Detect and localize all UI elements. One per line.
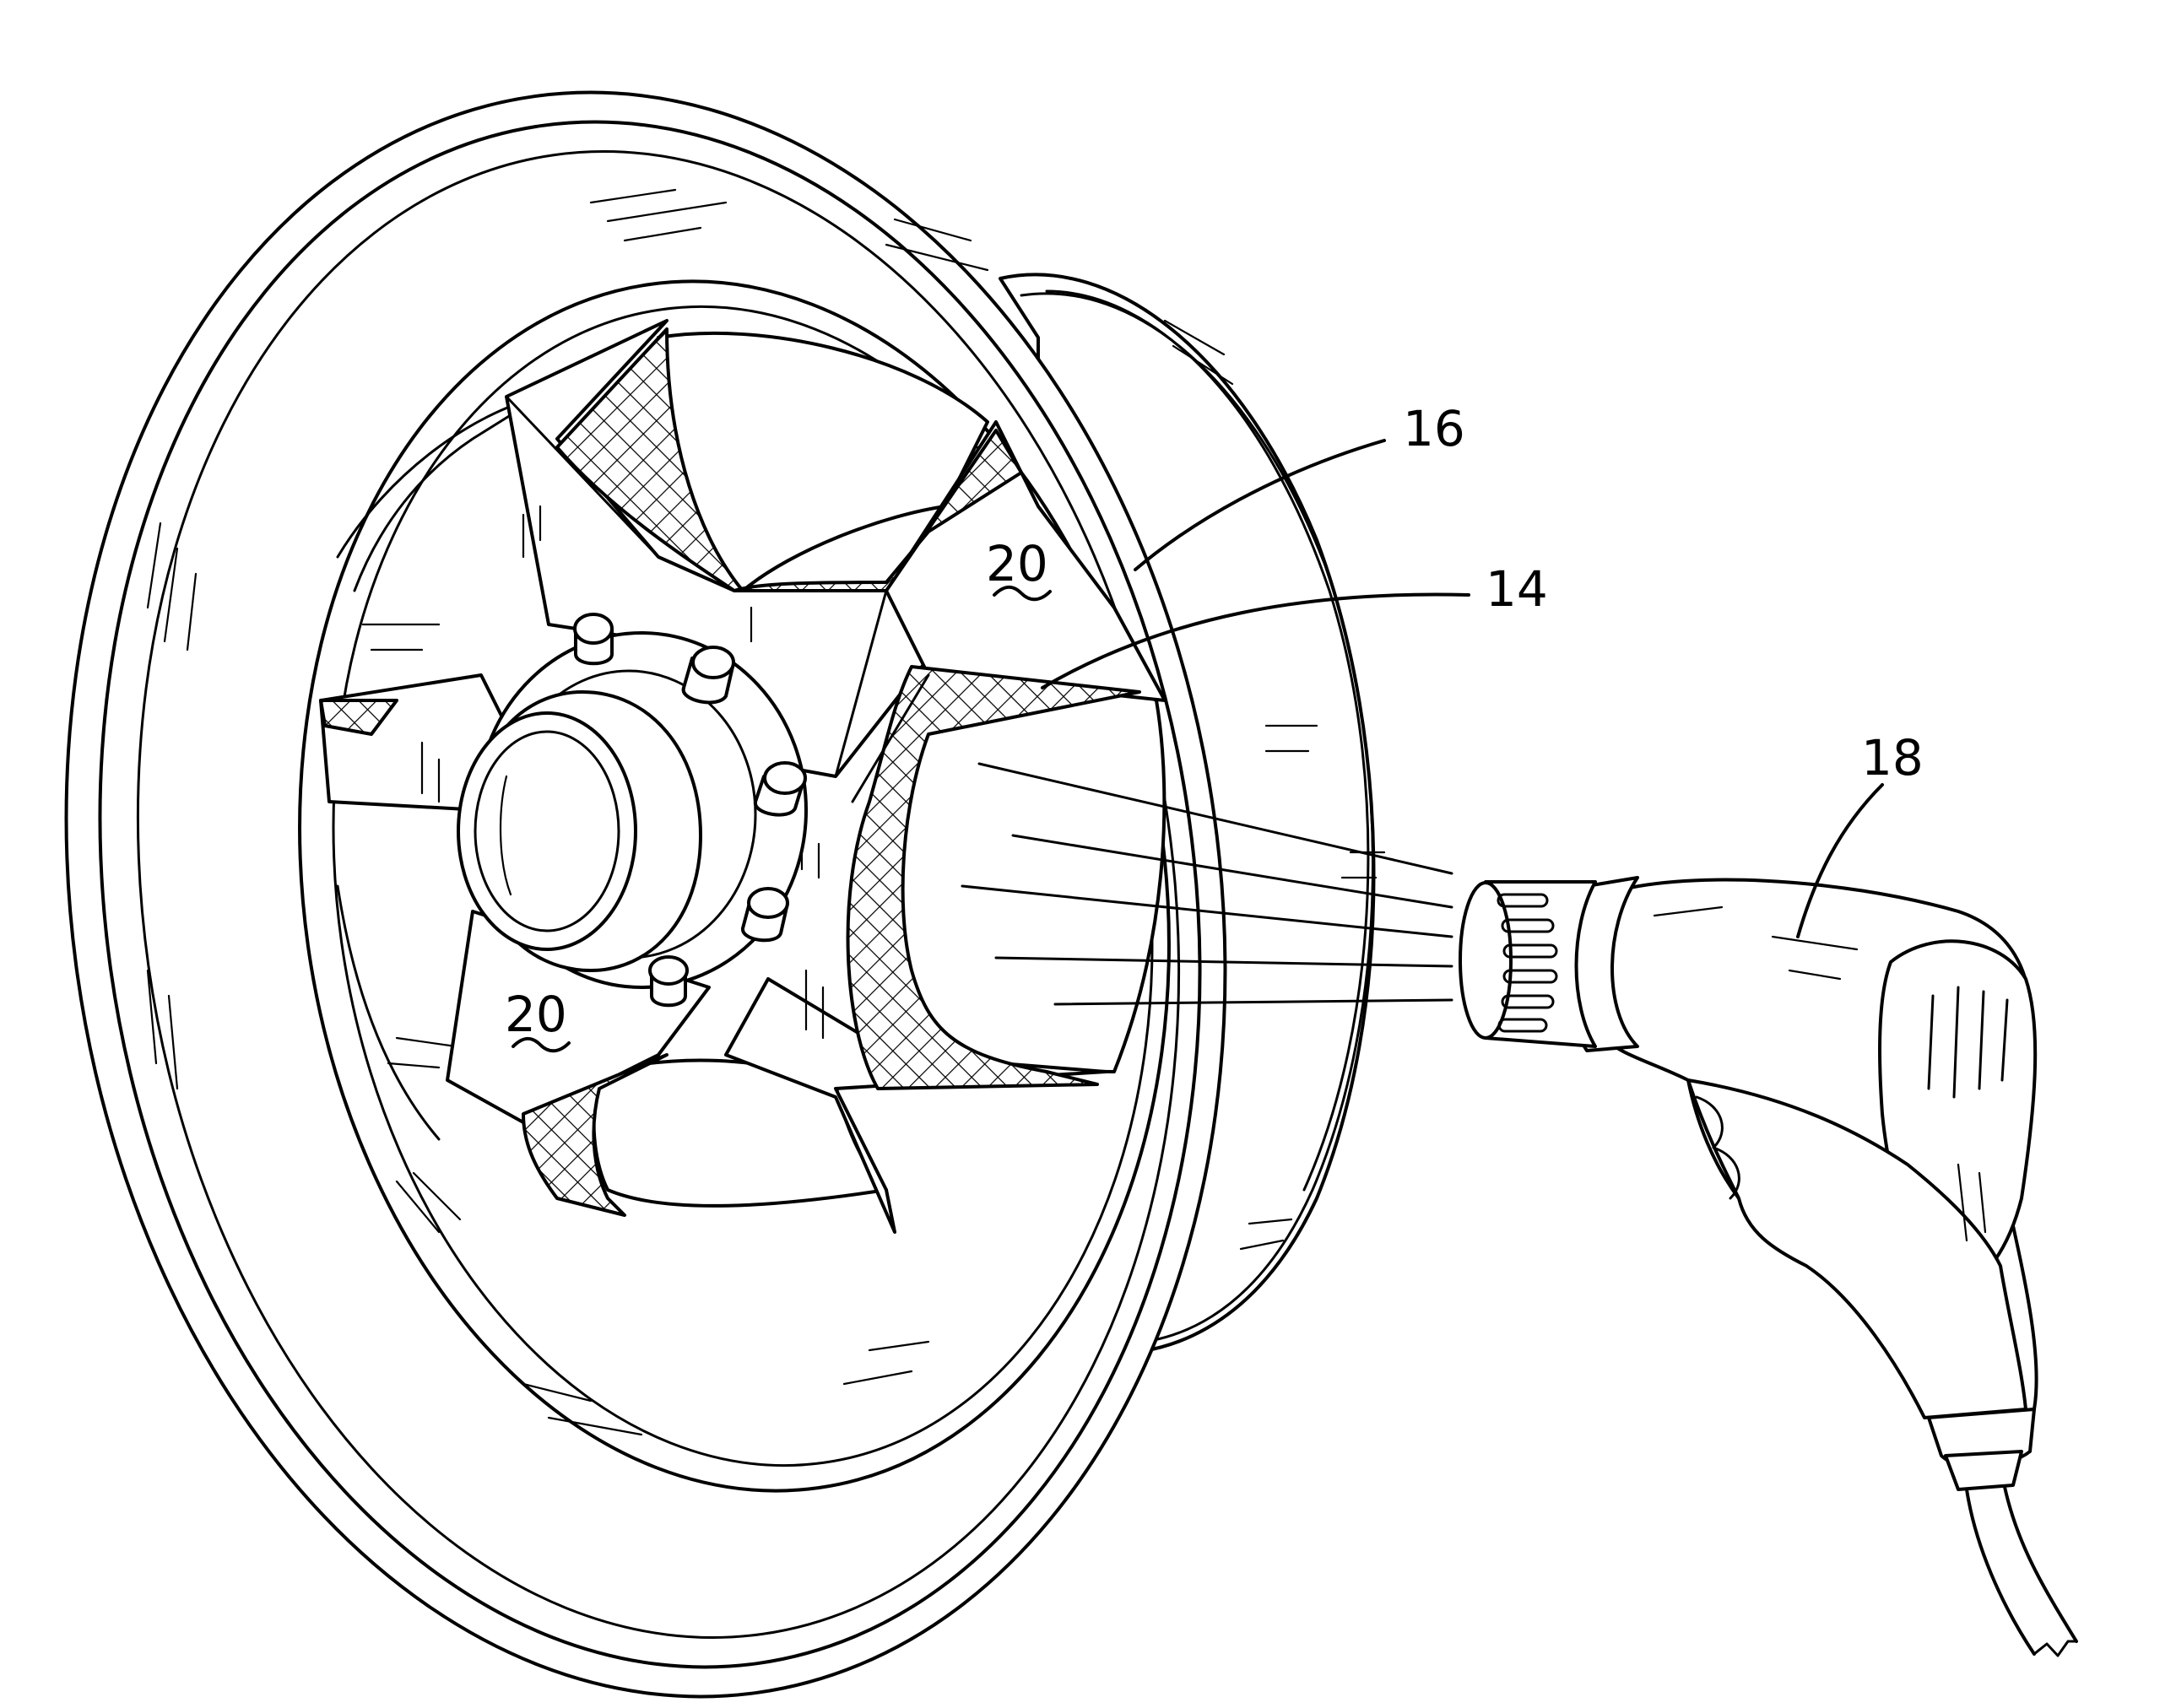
ref-label-14: 14 (1486, 560, 1548, 618)
ref-label-20-upper: 20 (986, 535, 1048, 592)
ref-label-20-lower: 20 (505, 986, 567, 1043)
lug-nut (575, 614, 612, 663)
power-cord-2 (2005, 1487, 2076, 1641)
hub-cap-face (458, 713, 636, 949)
ref-label-18: 18 (1861, 729, 1924, 786)
lug-nut (743, 889, 788, 940)
lug-nut (650, 957, 687, 1005)
ref-label-16: 16 (1403, 400, 1465, 457)
power-cord (1967, 1489, 2034, 1654)
cord-strain-relief-2 (1946, 1451, 2022, 1489)
cord-break (2034, 1641, 2076, 1656)
